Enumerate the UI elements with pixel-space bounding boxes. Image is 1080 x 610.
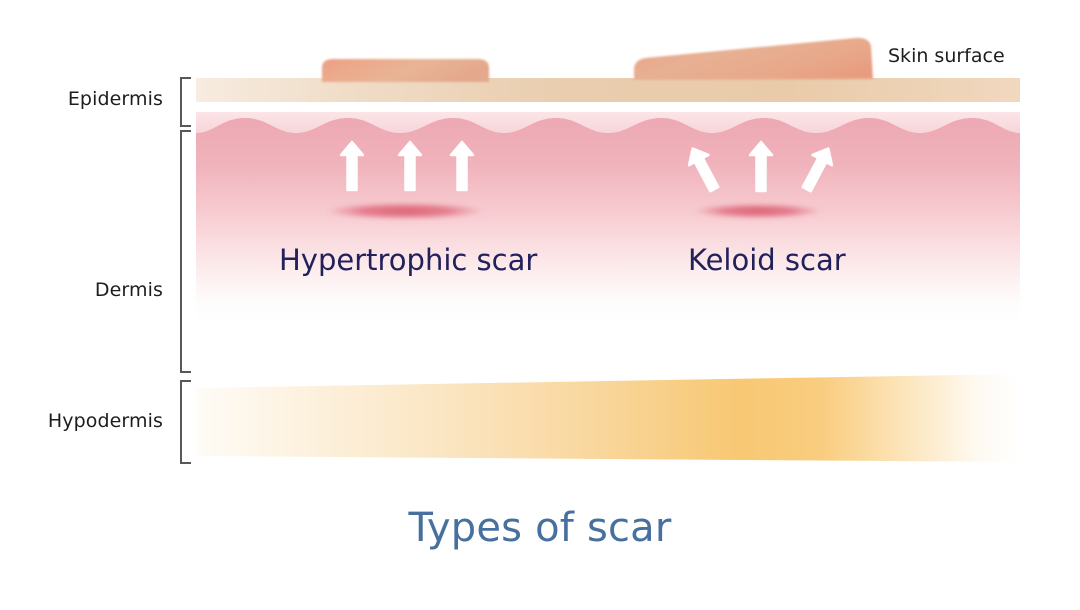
hypertrophic-scar-label: Hypertrophic scar bbox=[279, 243, 538, 277]
keloid-scar-label: Keloid scar bbox=[688, 243, 846, 277]
hypertrophic-scar-bump bbox=[322, 59, 489, 82]
dermis-layer bbox=[196, 112, 1020, 320]
layer-label-hypodermis: Hypodermis bbox=[47, 410, 163, 432]
arrow-up-right-icon bbox=[801, 147, 834, 193]
arrow-up-icon bbox=[748, 140, 774, 193]
bracket-dermis bbox=[180, 130, 191, 373]
arrow-up-icon bbox=[397, 140, 423, 192]
skin-surface-label: Skin surface bbox=[888, 45, 1005, 67]
figure-title: Types of scar bbox=[408, 505, 672, 551]
arrow-up-left-icon bbox=[687, 147, 720, 193]
keloid-scar-bump bbox=[634, 37, 873, 80]
layer-brackets bbox=[180, 77, 191, 464]
keloid-growth-arrows bbox=[687, 140, 834, 193]
layer-label-epidermis: Epidermis bbox=[67, 88, 163, 110]
arrow-up-icon bbox=[449, 140, 475, 192]
arrow-up-icon bbox=[339, 140, 365, 192]
bracket-epidermis bbox=[180, 77, 191, 127]
hypertrophic-growth-arrows bbox=[339, 140, 475, 192]
layer-label-dermis: Dermis bbox=[94, 279, 163, 301]
hypertrophic-lesion bbox=[323, 202, 487, 220]
bracket-hypodermis bbox=[180, 380, 191, 464]
hypodermis-layer bbox=[196, 374, 1020, 462]
epidermis-layer bbox=[196, 78, 1020, 102]
keloid-lesion bbox=[692, 203, 824, 219]
